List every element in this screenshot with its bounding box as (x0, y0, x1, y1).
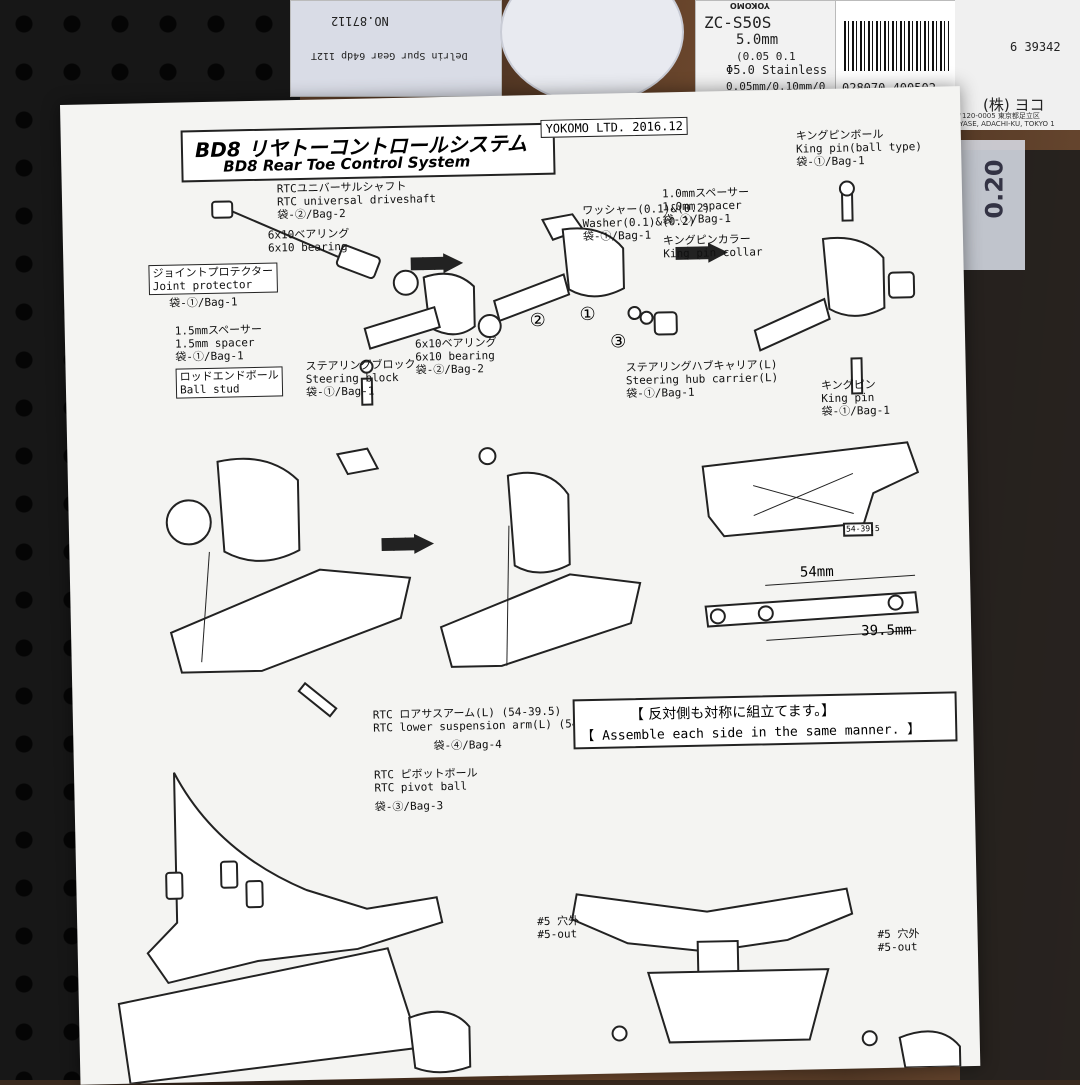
rod-length-39-5: 39.5mm (861, 622, 912, 640)
shim-line1: ZC-S50S (704, 13, 772, 32)
shim-brand: YOKOMO (730, 1, 770, 10)
carbon-part-right (960, 150, 1080, 1080)
rod-length-54: 54mm (799, 563, 834, 581)
spacer-ring (359, 359, 374, 374)
arm-assembly-diagram (165, 447, 642, 718)
spacer-size-label: 0.20 (980, 159, 1009, 219)
five-out-left-label: #5 穴外#5-out (537, 914, 580, 942)
shim-package: YOKOMO ZC-S50S 5.0mm (0.05 0.1 Φ5.0 Stai… (695, 0, 837, 102)
joint-protector-bag: 袋-①/Bag-1 (169, 295, 238, 310)
company-package: 6 39342 (株) ヨコ 〒120-0005 東京都足立区 AYASE, A… (955, 0, 1080, 130)
credit: YOKOMO LTD. 2016.12 (540, 116, 689, 138)
spur-gear-number: NO.87112 (331, 14, 389, 28)
shim-line2: 5.0mm (736, 32, 779, 48)
title-en: BD8 Rear Toe Control System (223, 152, 471, 176)
step1-diagram (211, 200, 502, 406)
instruction-sheet: BD8 リヤトーコントロールシステム BD8 Rear Toe Control … (60, 86, 981, 1085)
shim-line3: (0.05 0.1 (736, 50, 796, 63)
step2-number-1: ① (579, 303, 596, 326)
ball-stud (360, 377, 374, 406)
company-address: 〒120-0005 東京都足立区 AYASE, ADACHI-KU, TOKYO… (955, 112, 1055, 128)
step2-diagram (492, 213, 678, 336)
steering-block-part (363, 272, 476, 350)
arm-tag: 54-39.5 (845, 523, 880, 534)
five-out-right-label: #5 穴外#5-out (877, 927, 920, 955)
arrow-arm: ▪▪▪▶ (378, 527, 429, 559)
bearing-bottom (477, 314, 502, 339)
company-label: (株) ヨコ (983, 96, 1045, 114)
arm-rod-diagram (701, 441, 920, 641)
step3-diagram (753, 180, 916, 395)
arrow-step1-to-2: ▪▪▪▶ (408, 246, 458, 278)
barcode-number-2: 6 39342 (1010, 40, 1061, 54)
pivot-ball-bag: 袋-③/Bag-3 (374, 799, 444, 814)
bearing-top (392, 269, 419, 296)
spur-gear-desc: Delrin Spur Gear 64dp 112T (311, 50, 468, 61)
driveshaft-part (211, 200, 381, 280)
shim-line4: Φ5.0 Stainless (726, 63, 828, 77)
step2-number-2: ② (529, 309, 546, 332)
hub-carrier-label: ステアリングハブキャリア(L)Steering hub carrier(L)袋-… (625, 358, 779, 401)
title-box: BD8 リヤトーコントロールシステム BD8 Rear Toe Control … (180, 122, 556, 183)
barcode (844, 21, 949, 71)
step2-number-3: ③ (609, 331, 627, 353)
chassis-diagram (117, 772, 962, 1085)
spur-gear-package: NO.87112 Delrin Spur Gear 64dp 112T (290, 0, 502, 97)
